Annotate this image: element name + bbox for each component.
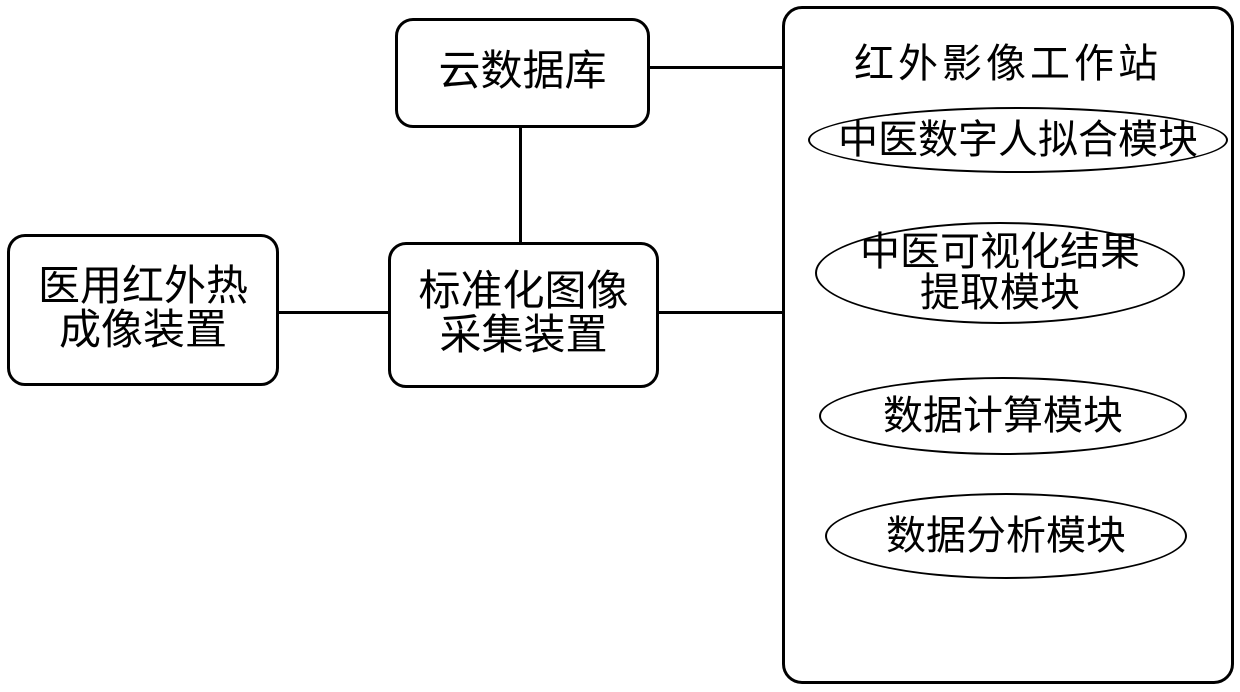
node-medical-infrared-imaging-device: 医用红外热 成像装置: [7, 234, 279, 386]
node-standardized-image-capture-device: 标准化图像 采集装置: [388, 242, 659, 388]
connector-imaging-device-to-capture-device: [277, 311, 391, 314]
module-data-analysis-label-line1: 数据分析模块: [886, 512, 1126, 558]
node-medical-infrared-imaging-device-label-line1: 医用红外热: [37, 264, 248, 311]
connector-clouddb-to-capture-device: [519, 127, 522, 245]
module-data-computation-label-line1: 数据计算模块: [883, 392, 1123, 438]
connector-clouddb-to-workstation: [648, 66, 784, 69]
node-standardized-image-capture-device-label-line2: 采集装置: [439, 313, 608, 359]
node-cloud-database: 云数据库: [395, 18, 650, 128]
workstation-title: 红外影像工作站: [854, 41, 1162, 86]
module-tcm-visualization-result-extraction: 中医可视化结果 提取模块: [815, 222, 1185, 324]
module-tcm-digital-human-fitting-label-line1: 中医数字人拟合模块: [838, 116, 1198, 162]
node-standardized-image-capture-device-label-line1: 标准化图像: [418, 269, 629, 316]
module-data-analysis: 数据分析模块: [825, 493, 1187, 579]
module-data-computation: 数据计算模块: [819, 377, 1187, 455]
node-medical-infrared-imaging-device-label-line2: 成像装置: [58, 308, 227, 354]
module-tcm-visualization-result-extraction-label-line1: 中医可视化结果: [860, 229, 1140, 275]
module-tcm-digital-human-fitting: 中医数字人拟合模块: [808, 107, 1228, 173]
module-tcm-visualization-result-extraction-label-line2: 提取模块: [920, 270, 1080, 315]
node-cloud-database-label: 云数据库: [438, 49, 607, 96]
node-infrared-image-workstation: 红外影像工作站 中医数字人拟合模块 中医可视化结果 提取模块 数据计算模块 数据…: [782, 6, 1234, 684]
connector-capture-device-to-workstation: [656, 311, 784, 314]
